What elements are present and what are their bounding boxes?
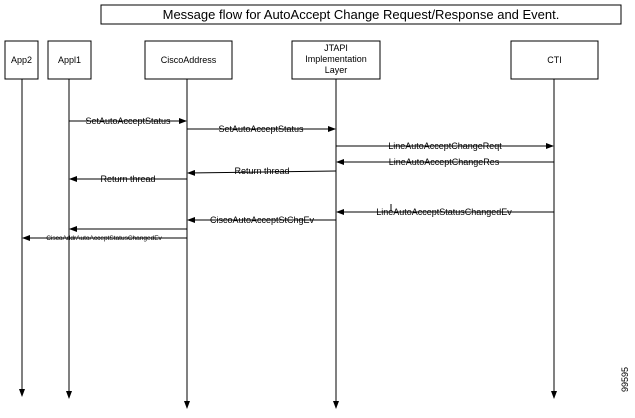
participant-label: CiscoAddress — [161, 55, 217, 65]
message-5: Return thread — [187, 166, 337, 176]
figure-code: 99595 — [620, 367, 630, 392]
title-text: Message flow for AutoAccept Change Reque… — [163, 7, 560, 22]
message-label: SetAutoAcceptStatus — [218, 124, 304, 134]
diagram-title: Message flow for AutoAccept Change Reque… — [100, 4, 622, 25]
message-label: Return thread — [234, 166, 289, 176]
participant-label-line2: Implementation — [305, 54, 367, 64]
message-label: LineAutoAcceptChangeReqt — [388, 141, 502, 151]
participant-app2: App2 — [4, 40, 39, 397]
message-label: SetAutoAcceptStatus — [85, 116, 171, 126]
participant-label: Appl1 — [58, 55, 81, 65]
message-arrow — [187, 169, 337, 176]
message-7: LineAutoAcceptStatusChangedEv — [336, 204, 554, 217]
message-1: SetAutoAcceptStatus — [69, 116, 187, 126]
message-3: LineAutoAcceptChangeReqt — [336, 141, 554, 151]
message-label: LineAutoAcceptChangeRes — [389, 157, 500, 167]
message-2: SetAutoAcceptStatus — [187, 124, 336, 134]
participant-ciscoaddress: CiscoAddress — [144, 40, 233, 409]
participant-jtapi: JTAPI Implementation Layer — [291, 40, 381, 409]
participant-appl1: Appl1 — [47, 40, 92, 399]
participant-label: App2 — [11, 55, 32, 65]
message-8: CiscoAutoAcceptStChgEv — [187, 215, 336, 225]
message-10: CiscoAddrAutoAcceptStatusChangedEv — [22, 235, 187, 242]
message-label: LineAutoAcceptStatusChangedEv — [376, 207, 512, 217]
participant-label: CTI — [547, 55, 562, 65]
message-label: Return thread — [100, 174, 155, 184]
message-6: Return thread — [69, 174, 187, 184]
participant-label-line1: JTAPI — [324, 43, 348, 53]
participant-label-line3: Layer — [325, 65, 348, 75]
message-label: CiscoAddrAutoAcceptStatusChangedEv — [46, 235, 162, 242]
message-label: CiscoAutoAcceptStChgEv — [210, 215, 315, 225]
message-4: LineAutoAcceptChangeRes — [336, 157, 554, 167]
participant-cti: CTI — [510, 40, 599, 399]
